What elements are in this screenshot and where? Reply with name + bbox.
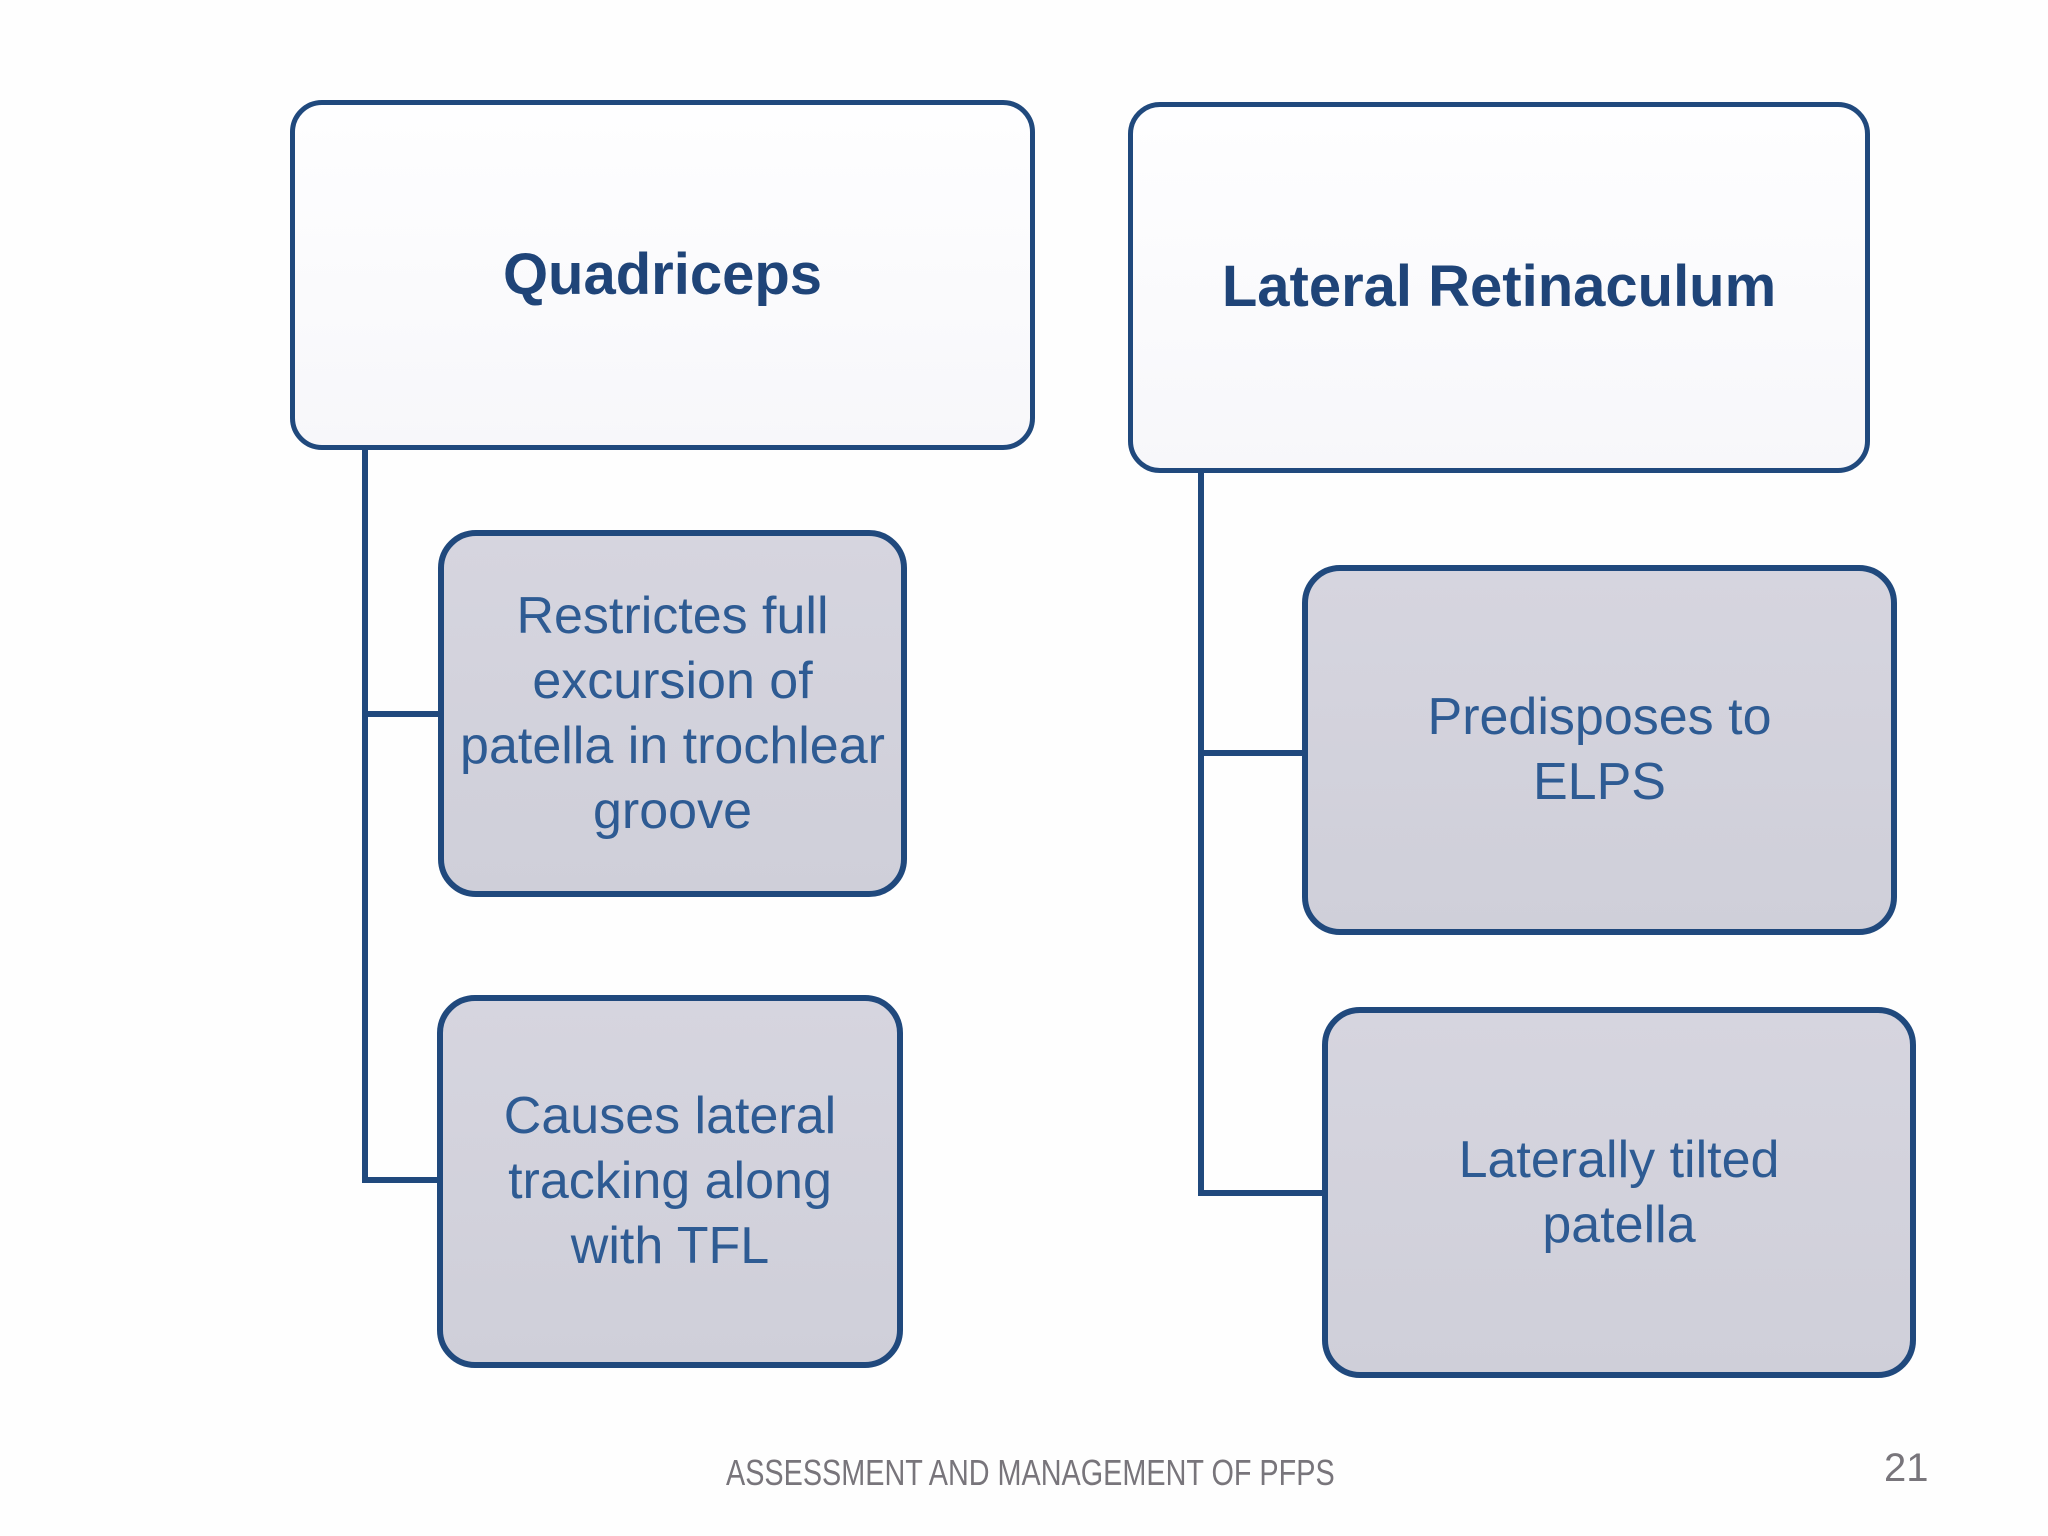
connector-quadriceps-branch-2 (362, 1177, 442, 1183)
connector-lateral-retinaculum-branch-1 (1198, 750, 1306, 756)
node-restricts-excursion-label: Restrictes full excursion of patella in … (460, 586, 885, 840)
node-lateral-tracking-label: Causes lateral tracking along with TFL (503, 1087, 837, 1275)
connector-lateral-retinaculum-branch-2 (1198, 1190, 1326, 1196)
node-lateral-retinaculum: Lateral Retinaculum (1128, 102, 1870, 473)
connector-quadriceps-trunk (362, 448, 368, 1183)
node-predisposes-elps-label: Predisposes to ELPS (1427, 688, 1772, 811)
node-lateral-retinaculum-label: Lateral Retinaculum (1221, 254, 1777, 320)
node-laterally-tilted-patella-label: Laterally tilted patella (1458, 1130, 1780, 1254)
node-restricts-excursion: Restrictes full excursion of patella in … (438, 530, 907, 897)
slide-footer-title: ASSESSMENT AND MANAGEMENT OF PFPS (726, 1452, 1335, 1493)
node-quadriceps: Quadriceps (290, 100, 1035, 450)
node-laterally-tilted-patella: Laterally tilted patella (1322, 1007, 1916, 1378)
node-lateral-tracking: Causes lateral tracking along with TFL (437, 995, 903, 1368)
slide-page-number: 21 (1884, 1446, 1929, 1490)
node-predisposes-elps: Predisposes to ELPS (1302, 565, 1897, 935)
connector-lateral-retinaculum-trunk (1198, 471, 1204, 1196)
node-quadriceps-label: Quadriceps (502, 241, 823, 307)
connector-quadriceps-branch-1 (362, 711, 442, 717)
